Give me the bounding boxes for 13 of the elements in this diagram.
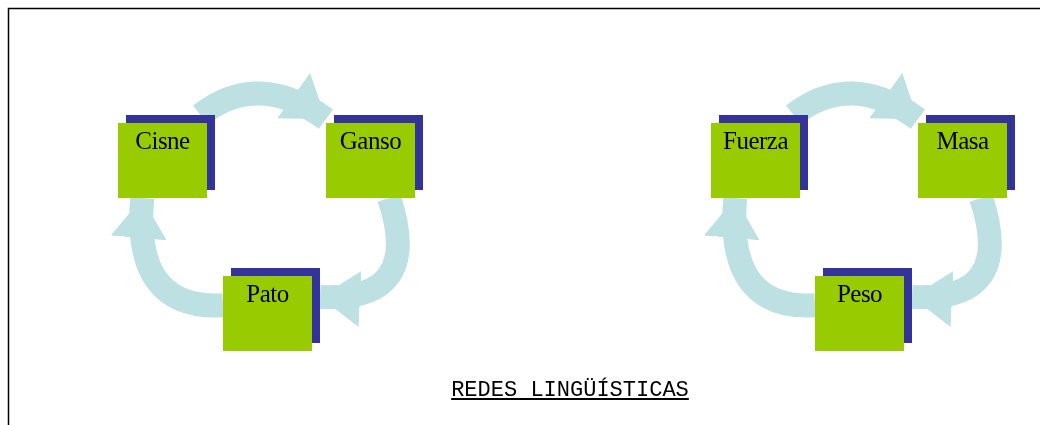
stacked-box (815, 268, 912, 351)
stacked-box (918, 115, 1015, 198)
stacked-box (711, 115, 808, 198)
diagram-title: REDES LINGÜÍSTICAS (450, 378, 690, 403)
node-label: Ganso (338, 127, 403, 155)
stacked-box (223, 268, 320, 351)
node-label: Fuerza (722, 127, 790, 155)
node-label: Peso (835, 280, 884, 308)
stacked-box (326, 115, 423, 198)
node-label: Masa (935, 127, 990, 155)
node-label: Cisne (134, 127, 191, 155)
node-label: Pato (245, 280, 290, 308)
stacked-box (118, 115, 215, 198)
